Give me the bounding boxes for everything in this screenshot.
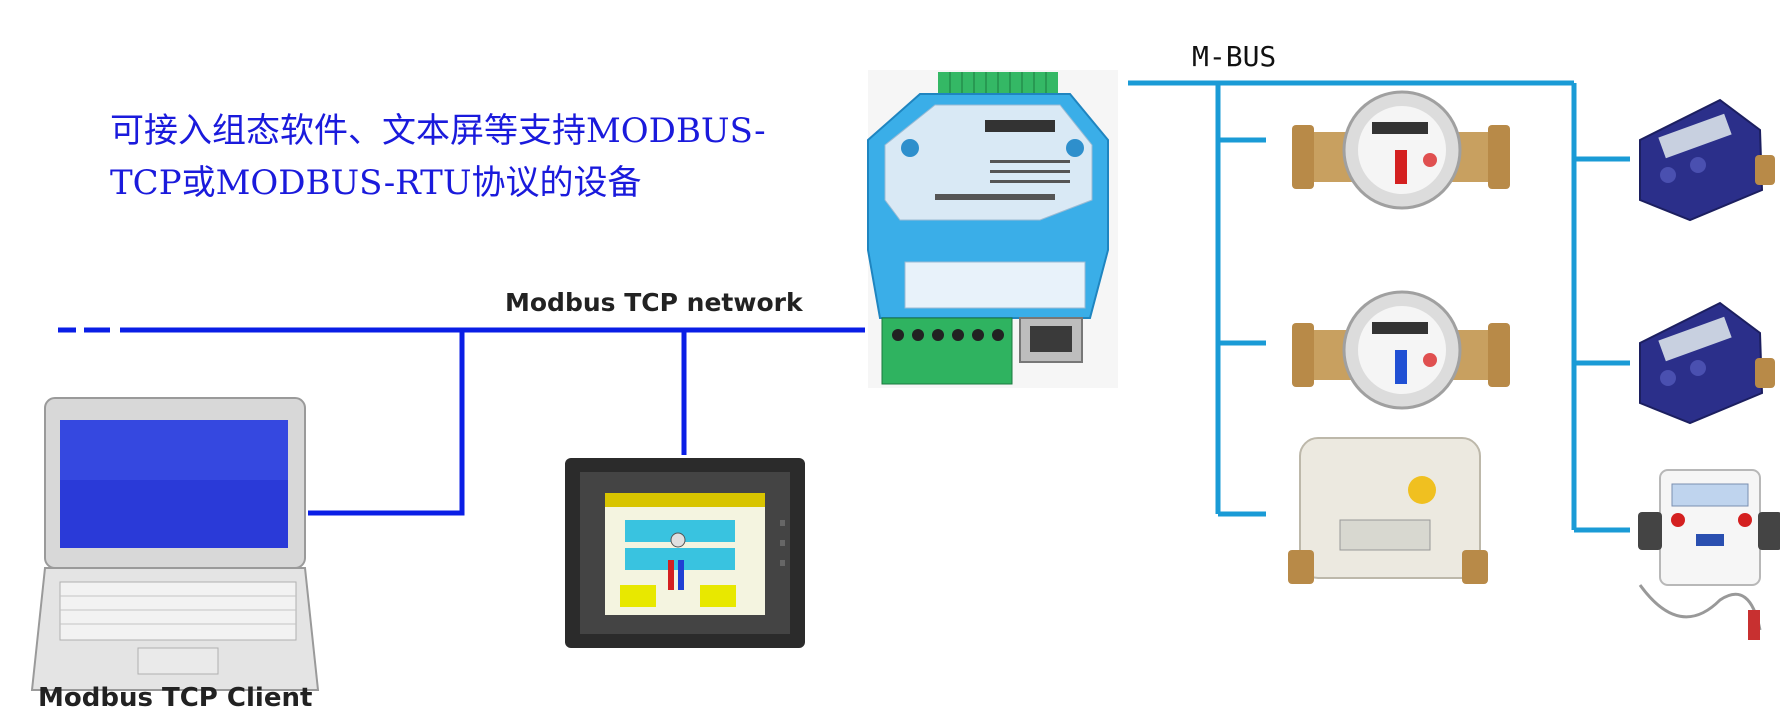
client-label: Modbus TCP Client [38,683,313,713]
mbus-label: M-BUS [1192,40,1277,73]
caption-line-1: 可接入组态软件、文本屏等支持MODBUS- [110,111,766,151]
white-heat-meter-icon [1638,469,1780,640]
water-meter-red-icon [1292,90,1510,210]
caption-line-2: TCP或MODBUS-RTU协议的设备 [110,163,642,203]
gateway-converter-icon [867,70,1118,388]
laptop-icon [30,397,320,691]
mbus-lines [1128,80,1630,533]
tcp-network-lines [58,327,865,516]
blue-meter-icon-2 [1639,301,1775,425]
water-meter-blue-icon [1292,290,1510,410]
heat-meter-icon [1288,437,1488,584]
blue-meter-icon-1 [1639,98,1775,222]
laptop-link [308,330,465,516]
hmi-touch-panel-icon [565,458,805,648]
network-label: Modbus TCP network [505,288,803,317]
